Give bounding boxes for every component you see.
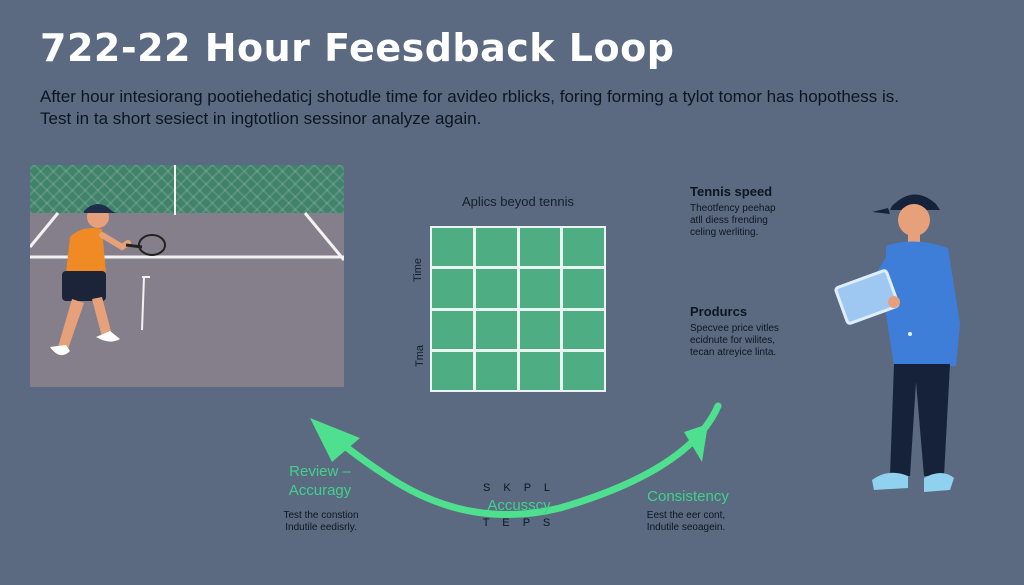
court-fence xyxy=(30,165,344,213)
grid-cell xyxy=(432,228,473,267)
grid-cell xyxy=(432,310,473,349)
grid-cell xyxy=(432,351,473,390)
review-note-line: Indutile eedisrly. xyxy=(285,522,357,533)
grid-cell xyxy=(563,269,604,308)
note-produrcs: Produrcs Specvee price vitles ecidnute f… xyxy=(690,304,779,359)
tennis-player-illustration xyxy=(30,165,344,356)
grid-cell xyxy=(432,269,473,308)
note-line: Theotfency peehap xyxy=(690,203,776,214)
grid-cell xyxy=(563,228,604,267)
grid-cell xyxy=(563,310,604,349)
consistency-note: Eest the eer cont, Indutile seoagein. xyxy=(626,510,746,534)
review-note-line: Test the constion xyxy=(283,510,359,521)
grid-cell xyxy=(563,351,604,390)
note-line: tecan atreyice linta. xyxy=(690,347,777,358)
grid-cell xyxy=(475,310,517,349)
note-body: Theotfency peehap atll diess frending ce… xyxy=(690,203,776,239)
grid-cell xyxy=(475,351,517,390)
note-heading: Produrcs xyxy=(690,304,748,319)
center-label-group: S K P L Accusscy T E P S xyxy=(455,482,583,529)
note-heading: Tennis speed xyxy=(690,184,773,199)
grid-y-label-bottom: Tma xyxy=(414,345,426,367)
grid-title: Aplics beyod tennis xyxy=(461,194,574,209)
review-line-2: Accuragy xyxy=(288,482,352,499)
grid-cell xyxy=(475,269,517,308)
subtitle-line-1: After hour intesiorang pootiehedaticj sh… xyxy=(40,87,899,106)
center-main-label: Accusscy xyxy=(487,497,551,514)
note-body: Specvee price vitles ecidnute for wilite… xyxy=(690,323,779,359)
note-tennis-speed: Tennis speed Theotfency peehap atll dies… xyxy=(690,184,776,239)
note-line: ecidnute for wilites, xyxy=(690,335,776,346)
review-label: Review – Accuragy xyxy=(270,462,370,500)
note-line: Specvee price vitles xyxy=(690,323,779,334)
grid-y-label-top: Time xyxy=(412,257,425,283)
page-subtitle: After hour intesiorang pootiehedaticj sh… xyxy=(40,86,980,130)
consistency-note-line: Indutile seoagein. xyxy=(646,522,726,533)
tennis-court-illustration xyxy=(30,165,344,387)
center-bottom-label: T E P S xyxy=(482,517,556,529)
page-title: 722-22 Hour Feesdback Loop xyxy=(40,26,675,70)
center-top-label: S K P L xyxy=(482,482,556,494)
review-note: Test the constion Indutile eedisrly. xyxy=(262,510,380,534)
review-line-1: Review – xyxy=(289,463,351,480)
grid-cell xyxy=(519,351,561,390)
subtitle-line-2: Test in ta short sesiect in ingtotlion s… xyxy=(40,109,482,128)
coach-with-tablet-illustration xyxy=(834,194,960,492)
grid-matrix xyxy=(430,226,606,392)
consistency-note-line: Eest the eer cont, xyxy=(646,510,726,521)
consistency-label: Consistency xyxy=(647,488,729,505)
grid-cell xyxy=(519,269,561,308)
note-line: celing werliting. xyxy=(690,227,759,238)
grid-cell xyxy=(475,228,517,267)
grid-cell xyxy=(519,228,561,267)
note-line: atll diess frending xyxy=(690,215,768,226)
grid-cell xyxy=(519,310,561,349)
